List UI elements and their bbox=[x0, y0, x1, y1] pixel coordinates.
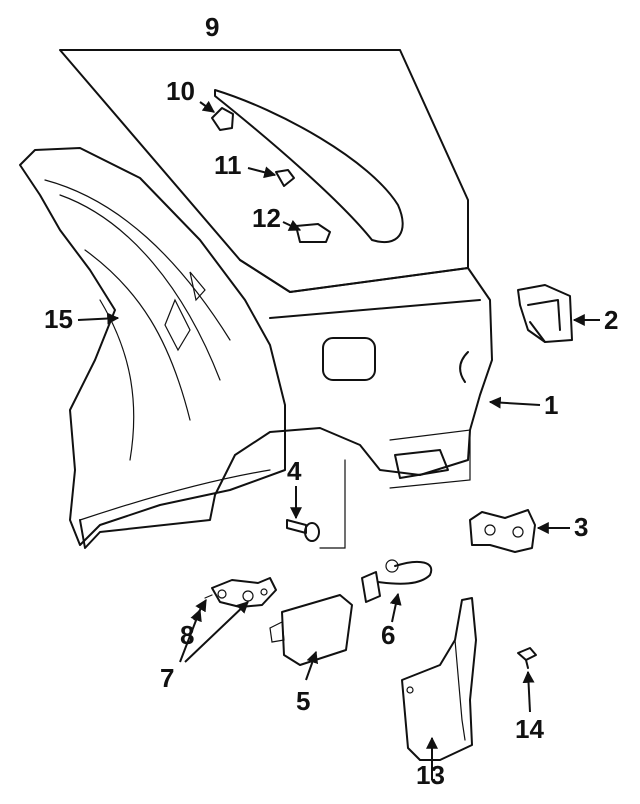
callout-6: 6 bbox=[381, 620, 396, 650]
callout-5: 5 bbox=[296, 686, 311, 716]
quarter-window-glass bbox=[59, 49, 469, 293]
callout-11: 11 bbox=[214, 150, 242, 180]
callout-14: 14 bbox=[515, 714, 544, 744]
screw bbox=[286, 519, 320, 542]
callout-2: 2 bbox=[604, 305, 619, 335]
inner-wheelhouse-panel bbox=[19, 147, 286, 546]
release-cable bbox=[361, 559, 433, 603]
glass-clips bbox=[211, 107, 331, 243]
callout-8: 8 bbox=[180, 620, 195, 650]
callout-4: 4 bbox=[287, 456, 302, 486]
quarter-panel bbox=[79, 259, 493, 549]
callout-10: 10 bbox=[166, 76, 195, 106]
pad bbox=[469, 509, 536, 553]
callout-1: 1 bbox=[544, 390, 559, 420]
fuel-door bbox=[269, 594, 353, 666]
clip bbox=[517, 647, 537, 669]
callout-15: 15 bbox=[44, 304, 73, 334]
leader-lines bbox=[77, 100, 600, 780]
callout-3: 3 bbox=[574, 512, 589, 542]
splash-shield bbox=[401, 597, 477, 761]
callout-12: 12 bbox=[252, 203, 281, 233]
callout-9: 9 bbox=[205, 12, 220, 42]
callout-13: 13 bbox=[416, 760, 445, 790]
fuel-door-lock bbox=[204, 577, 277, 608]
callout-7: 7 bbox=[160, 663, 175, 693]
bracket bbox=[517, 284, 573, 343]
